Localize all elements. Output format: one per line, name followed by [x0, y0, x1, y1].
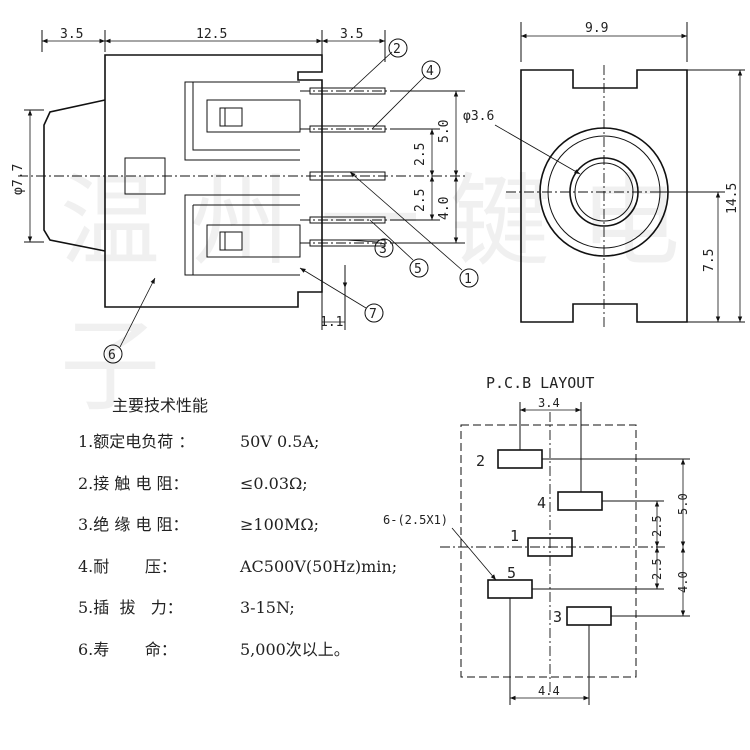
pin-4 — [300, 125, 392, 133]
dim-top-left: 3.5 — [60, 27, 83, 42]
spec-title: 主要技术性能 — [112, 396, 209, 415]
pcb-dim-span-b: 4.0 — [676, 571, 690, 593]
spec-row: 1.额定电负荷 ： 50V 0.5A; — [78, 432, 397, 474]
spec-value: 5,000次以上。 — [240, 639, 350, 659]
svg-text:6: 6 — [108, 348, 116, 363]
dim-front-width: 9.9 — [585, 21, 608, 36]
tech-spec-table: 主要技术性能 1.额定电负荷 ： 50V 0.5A; 2.接 触 电 阻： ≤0.0… — [78, 392, 397, 681]
side-view: 3.5 12.5 3.5 — [11, 27, 479, 364]
callout-7: 7 — [364, 303, 384, 323]
spec-row: 4.耐 压： AC500V(50Hz)min; — [78, 557, 397, 599]
callout-1: 1 — [459, 268, 479, 288]
spec-label: 6.寿 命： — [78, 639, 177, 659]
svg-text:4: 4 — [537, 494, 546, 512]
front-view: 9.9 φ3.6 14.5 7.5 — [463, 21, 745, 330]
pin-2 — [300, 87, 392, 95]
dim-body-dia: φ7.7 — [11, 164, 26, 195]
pcb-dim-bottom: 4.4 — [538, 684, 560, 698]
pcb-layout: P.C.B LAYOUT 3.4 2 4 1 5 3 6 — [383, 374, 690, 705]
callout-5: 5 — [409, 258, 429, 278]
dim-pitch-upper: 2.5 — [413, 143, 428, 166]
callout-3: 3 — [374, 238, 394, 258]
dim-span-lower: 4.0 — [437, 197, 452, 220]
spec-label: 2.接 触 电 阻： — [78, 473, 189, 493]
svg-text:1: 1 — [510, 527, 519, 545]
dim-offset: 1.1 — [320, 315, 343, 330]
spec-label: 5.插 拔 力： — [78, 598, 183, 617]
spec-label: 4.耐 压： — [78, 556, 177, 576]
spec-row: 6.寿 命： 5,000次以上。 — [78, 640, 397, 682]
svg-text:3: 3 — [553, 608, 562, 626]
pad-4: 4 — [537, 491, 603, 512]
spec-value: ≤0.03Ω; — [240, 473, 308, 493]
dim-center-height: 7.5 — [702, 249, 717, 272]
pcb-dim-span-a: 5.0 — [676, 493, 690, 515]
spec-label: 1.额定电负荷 ： — [78, 432, 195, 451]
spec-row: 3.绝 缘 电 阻： ≥100MΩ; — [78, 515, 397, 557]
svg-text:5: 5 — [414, 262, 422, 277]
svg-text:1: 1 — [464, 272, 472, 287]
callout-4: 4 — [421, 60, 441, 80]
dim-front-height: 14.5 — [725, 183, 740, 214]
pcb-outline — [460, 424, 637, 678]
dim-top-middle: 12.5 — [196, 27, 227, 42]
svg-text:2: 2 — [393, 42, 401, 57]
spec-value: ≥100MΩ; — [240, 515, 319, 534]
pad-1: 1 — [510, 527, 573, 557]
dim-top-right: 3.5 — [340, 27, 363, 42]
dim-pitch-lower: 2.5 — [413, 189, 428, 212]
svg-text:2: 2 — [476, 452, 485, 470]
pcb-title: P.C.B LAYOUT — [486, 374, 594, 392]
spec-row: 5.插 拔 力： 3-15N; — [78, 598, 397, 640]
callout-6: 6 — [103, 344, 123, 364]
spec-value: 50V 0.5A; — [240, 432, 320, 451]
pad-3: 3 — [553, 606, 612, 626]
spec-value: 3-15N; — [240, 598, 295, 617]
dim-span-upper: 5.0 — [437, 120, 452, 143]
svg-text:3: 3 — [379, 242, 387, 257]
callout-2: 2 — [388, 38, 408, 58]
svg-text:5: 5 — [507, 564, 516, 582]
svg-text:7: 7 — [369, 307, 377, 322]
pad-2: 2 — [476, 449, 543, 470]
spec-label: 3.绝 缘 电 阻： — [78, 515, 189, 534]
spec-value: AC500V(50Hz)min; — [240, 556, 398, 576]
pin-5 — [300, 216, 392, 224]
spec-row: 2.接 触 电 阻： ≤0.03Ω; — [78, 474, 397, 516]
pcb-dim-top: 3.4 — [538, 396, 560, 410]
svg-text:4: 4 — [426, 64, 434, 79]
pad-5: 5 — [487, 564, 533, 599]
pcb-dim-pitch-a: 2.5 — [650, 515, 664, 537]
pcb-pad-note: 6-(2.5X1) — [383, 513, 448, 527]
dim-hole-dia: φ3.6 — [463, 109, 494, 124]
connector-barrel — [43, 99, 106, 252]
pcb-dim-pitch-b: 2.5 — [650, 558, 664, 580]
connector-body — [104, 54, 323, 308]
